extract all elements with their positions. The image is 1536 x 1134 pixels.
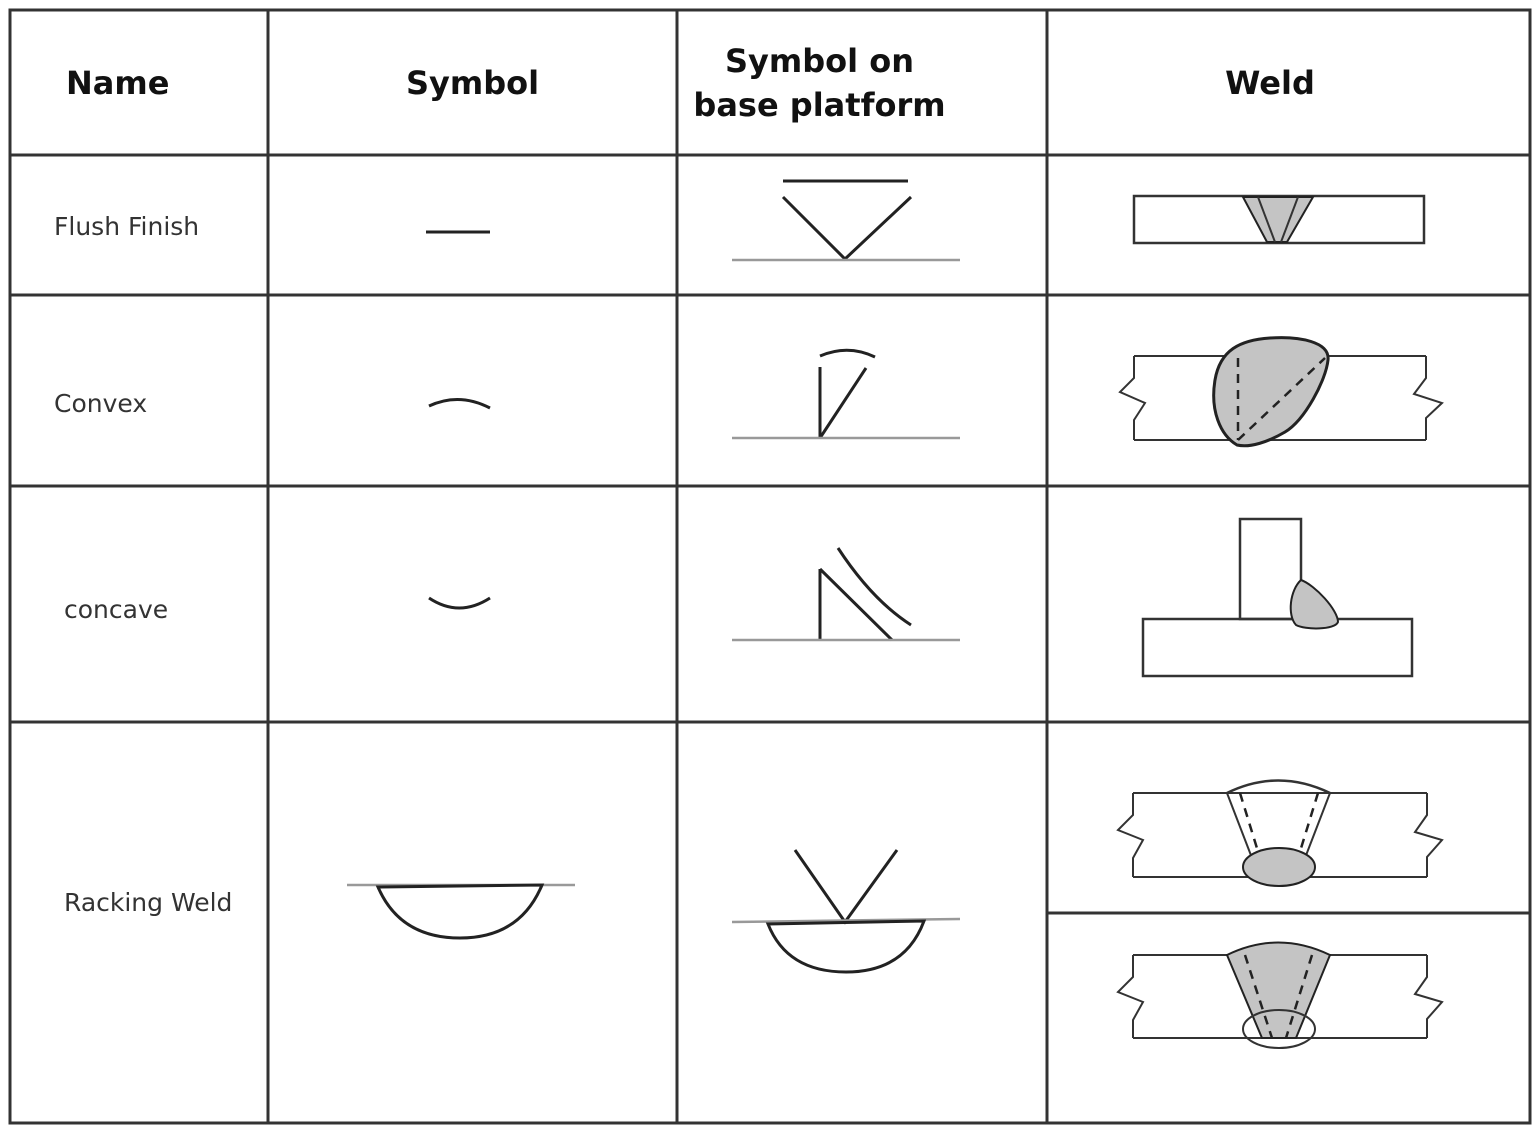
racking-symbol-on-base	[731, 849, 961, 974]
racking-symbol	[347, 883, 575, 940]
header-symbol-on-base-line2: base platform	[693, 86, 946, 124]
row-name-flush-finish: Flush Finish	[54, 212, 200, 241]
racking-weld-diagram-bottom	[1116, 941, 1444, 1049]
concave-symbol	[428, 596, 491, 610]
flush-symbol-on-base	[732, 179, 960, 262]
header-symbol-on-base-line1: Symbol on	[724, 42, 914, 80]
flush-weld-diagram	[1132, 194, 1426, 245]
header-symbol: Symbol	[405, 64, 540, 102]
racking-weld-diagram-top	[1116, 779, 1444, 887]
row-name-convex: Convex	[54, 389, 148, 418]
concave-symbol-on-base	[732, 547, 960, 642]
header-name: Name	[66, 64, 170, 102]
convex-symbol-on-base	[732, 348, 960, 440]
header-weld: Weld	[1225, 64, 1315, 102]
row-name-racking-weld: Racking Weld	[64, 888, 233, 917]
convex-weld-diagram	[1118, 336, 1444, 448]
convex-symbol	[428, 397, 491, 410]
row-name-concave: concave	[64, 595, 169, 624]
concave-weld-diagram	[1141, 517, 1414, 678]
